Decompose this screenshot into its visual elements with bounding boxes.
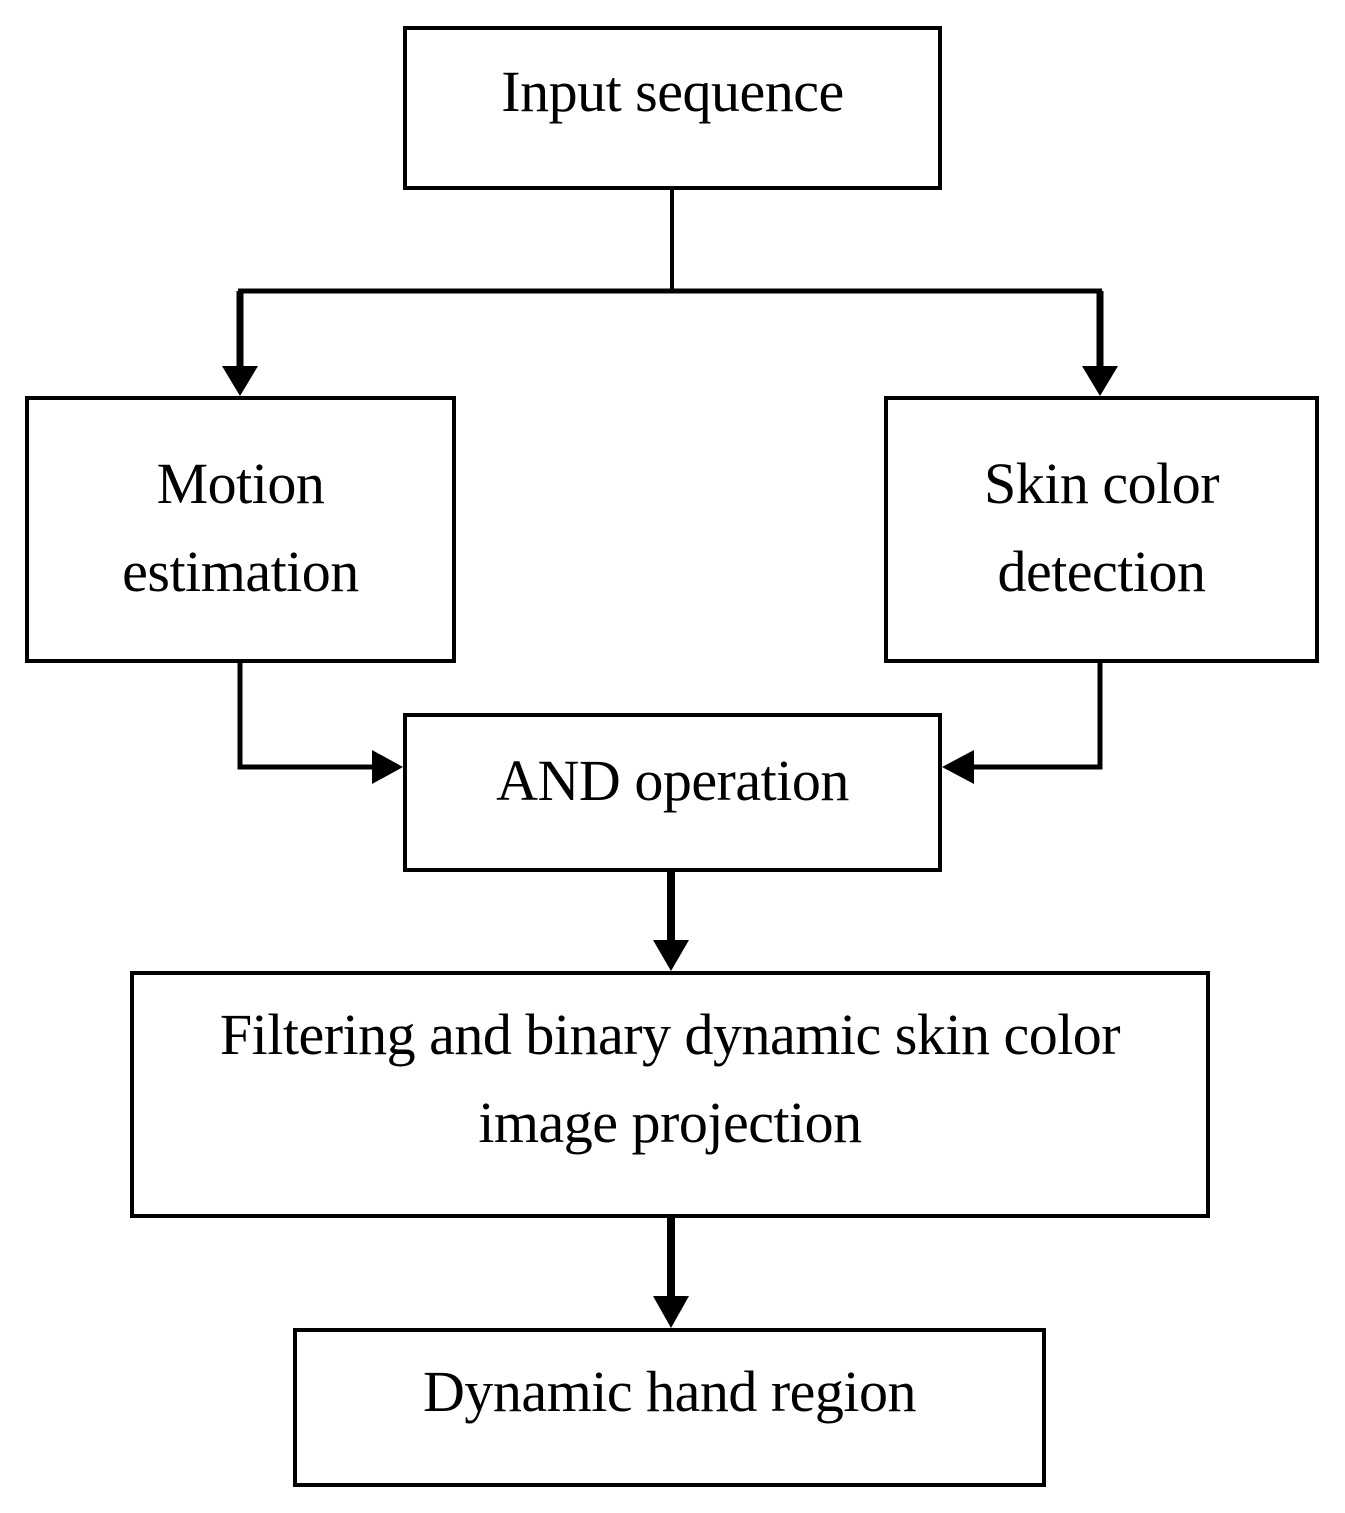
- node-skin-color-detection-line-1: Skin color: [983, 450, 1220, 516]
- arrowhead-down-filter: [653, 940, 689, 971]
- arrowhead-down-skin: [1082, 366, 1118, 396]
- node-filtering-projection-label: Filtering and binary dynamic skin color …: [219, 991, 1121, 1167]
- node-motion-estimation: Motion estimation: [25, 396, 456, 663]
- arrowhead-left-and: [942, 750, 974, 784]
- node-filtering-projection-line-1: Filtering and binary dynamic skin color: [219, 1001, 1121, 1067]
- node-motion-estimation-line-1: Motion: [156, 450, 325, 516]
- node-skin-color-detection-label: Skin color detection: [983, 440, 1220, 616]
- arrowhead-down-hand: [653, 1296, 689, 1328]
- node-and-operation: AND operation: [403, 713, 942, 872]
- node-motion-estimation-line-2: estimation: [122, 538, 359, 604]
- node-filtering-projection: Filtering and binary dynamic skin color …: [130, 971, 1210, 1218]
- node-filtering-projection-line-2: image projection: [478, 1089, 862, 1155]
- node-skin-color-detection-line-2: detection: [997, 538, 1206, 604]
- node-dynamic-hand-region: Dynamic hand region: [293, 1328, 1046, 1487]
- node-motion-estimation-label: Motion estimation: [122, 440, 359, 616]
- node-input-sequence: Input sequence: [403, 26, 942, 190]
- arrowhead-down-motion: [222, 366, 258, 396]
- node-input-sequence-label: Input sequence: [501, 59, 844, 124]
- edge-motion-and: [237, 663, 376, 770]
- node-dynamic-hand-region-label: Dynamic hand region: [422, 1358, 917, 1424]
- node-skin-color-detection: Skin color detection: [884, 396, 1319, 663]
- arrowhead-right-and: [372, 750, 403, 784]
- edge-skin-and: [970, 663, 1103, 770]
- node-and-operation-label: AND operation: [496, 747, 849, 813]
